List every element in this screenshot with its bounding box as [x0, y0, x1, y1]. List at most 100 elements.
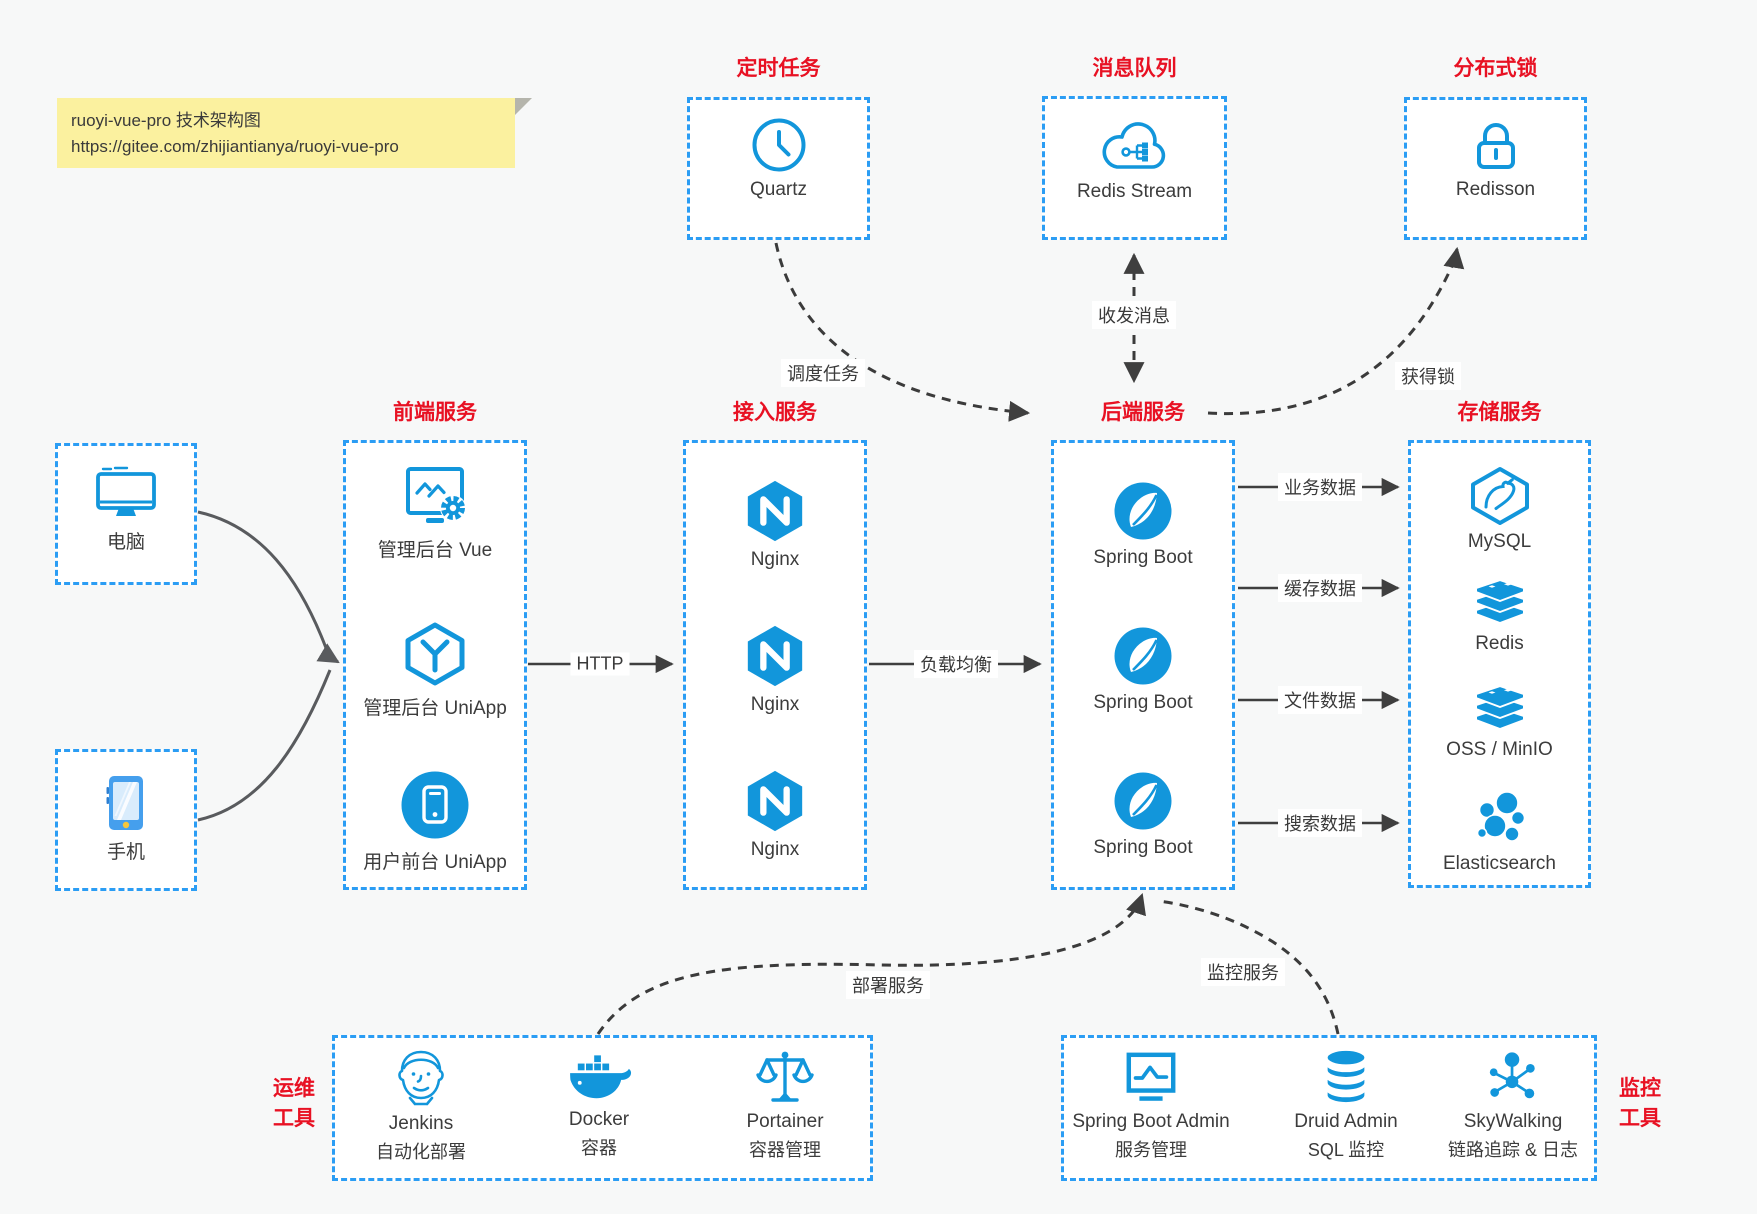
- node-desc: 自动化部署: [376, 1142, 466, 1162]
- node-computer: 电脑: [55, 466, 197, 554]
- storage-stack-icon: [1408, 682, 1591, 734]
- group-title-scheduler: 定时任务: [736, 57, 821, 80]
- node-jenkins: Jenkins 自动化部署: [321, 1048, 521, 1164]
- node-spring-boot-3: Spring Boot: [1051, 770, 1235, 859]
- node-desc: SQL 监控: [1307, 1140, 1385, 1160]
- group-title-frontend: 前端服务: [393, 401, 477, 424]
- mysql-icon: [1408, 466, 1591, 526]
- node-redisson: Redisson: [1404, 116, 1587, 201]
- elasticsearch-icon: [1408, 790, 1591, 848]
- ops-side-label-line2: 工具: [273, 1107, 315, 1130]
- desktop-icon: [55, 466, 197, 522]
- monitor-service-label: 监控服务: [1201, 958, 1285, 986]
- smartphone-icon: [55, 774, 197, 832]
- topology-icon: [1413, 1050, 1613, 1106]
- load-balance-label: 负载均衡: [914, 650, 998, 678]
- schedule-task-label: 调度任务: [781, 359, 865, 387]
- clock-icon: [687, 116, 870, 174]
- node-phone: 手机: [55, 774, 197, 864]
- deploy-service-label: 部署服务: [846, 971, 930, 999]
- group-title-gateway: 接入服务: [733, 401, 817, 424]
- node-label: OSS / MinIO: [1446, 739, 1553, 760]
- group-title-lock: 分布式锁: [1453, 57, 1538, 80]
- node-desc: 容器: [581, 1138, 617, 1158]
- node-label: 手机: [106, 842, 145, 863]
- node-spring-boot-2: Spring Boot: [1051, 625, 1235, 714]
- business-data-label: 业务数据: [1278, 473, 1362, 501]
- jenkins-icon: [321, 1048, 521, 1108]
- node-label: Spring Boot: [1093, 837, 1193, 858]
- node-label: Elasticsearch: [1443, 853, 1556, 874]
- deploy-service-arrow: [596, 893, 1146, 1035]
- computer-to-frontend-arrow: [197, 510, 340, 664]
- phone-to-frontend-arrow: [197, 669, 332, 822]
- node-spring-boot-1: Spring Boot: [1051, 480, 1235, 569]
- node-nginx-2: Nginx: [683, 623, 867, 716]
- mobile-app-circle-icon: [343, 768, 527, 842]
- note-fold-corner: [515, 98, 532, 115]
- group-title-queue: 消息队列: [1092, 57, 1177, 80]
- node-label: Jenkins: [388, 1113, 454, 1134]
- node-label: Nginx: [750, 549, 800, 570]
- group-title-storage: 存储服务: [1457, 401, 1542, 424]
- monitor-side-label: 监控 工具: [1608, 1074, 1672, 1134]
- node-label: Spring Boot: [1093, 692, 1193, 713]
- node-druid-admin: Druid Admin SQL 监控: [1246, 1048, 1446, 1162]
- node-admin-vue: 管理后台 Vue: [343, 466, 527, 562]
- node-admin-uniapp: 管理后台 UniApp: [343, 620, 527, 720]
- node-label: Redis Stream: [1076, 181, 1193, 202]
- node-redis: Redis: [1408, 576, 1591, 655]
- sticky-note: ruoyi-vue-pro 技术架构图 https://gitee.com/zh…: [57, 98, 532, 168]
- monitor-side-label-line1: 监控: [1619, 1077, 1661, 1100]
- node-quartz: Quartz: [687, 116, 870, 201]
- node-label: 管理后台 Vue: [377, 540, 493, 561]
- node-nginx-1: Nginx: [683, 478, 867, 571]
- node-desc: 服务管理: [1115, 1140, 1187, 1160]
- docker-icon: [499, 1052, 699, 1104]
- group-title-backend: 后端服务: [1101, 401, 1185, 424]
- node-nginx-3: Nginx: [683, 768, 867, 861]
- node-label: Docker: [568, 1109, 630, 1130]
- node-skywalking: SkyWalking 链路追踪 & 日志: [1413, 1050, 1613, 1162]
- node-label: 电脑: [106, 532, 145, 553]
- node-portainer: Portainer 容器管理: [685, 1048, 885, 1162]
- redis-stack-icon: [1408, 576, 1591, 628]
- node-label: Nginx: [750, 694, 800, 715]
- file-data-label: 文件数据: [1278, 686, 1362, 714]
- spring-boot-icon: [1051, 480, 1235, 542]
- node-redis-stream: Redis Stream: [1042, 122, 1227, 203]
- http-label: HTTP: [570, 652, 630, 676]
- schedule-task-arrow: [774, 242, 1031, 422]
- node-oss-minio: OSS / MinIO: [1408, 682, 1591, 761]
- storage-box: [1408, 440, 1591, 888]
- node-user-uniapp: 用户前台 UniApp: [343, 768, 527, 874]
- node-label: SkyWalking: [1463, 1111, 1563, 1132]
- uniapp-hexagon-icon: [343, 620, 527, 688]
- node-label: Spring Boot Admin: [1072, 1111, 1230, 1132]
- ops-side-label: 运维 工具: [262, 1074, 326, 1134]
- node-label: Druid Admin: [1294, 1111, 1398, 1132]
- nginx-icon: [683, 478, 867, 544]
- node-docker: Docker 容器: [499, 1052, 699, 1160]
- spring-boot-icon: [1051, 625, 1235, 687]
- monitor-side-label-line2: 工具: [1619, 1107, 1661, 1130]
- node-label: Portainer: [746, 1111, 824, 1132]
- node-label: Nginx: [750, 839, 800, 860]
- cloud-stream-icon: [1042, 122, 1227, 176]
- message-label: 收发消息: [1092, 301, 1176, 329]
- node-spring-boot-admin: Spring Boot Admin 服务管理: [1051, 1050, 1251, 1162]
- database-icon: [1246, 1048, 1446, 1106]
- node-label: Redis: [1475, 633, 1524, 654]
- nginx-icon: [683, 768, 867, 834]
- node-label: 用户前台 UniApp: [363, 852, 507, 873]
- nginx-icon: [683, 623, 867, 689]
- node-label: Redisson: [1455, 179, 1536, 200]
- padlock-icon: [1404, 116, 1587, 174]
- node-label: MySQL: [1467, 531, 1532, 552]
- node-desc: 容器管理: [749, 1140, 821, 1160]
- node-desc: 链路追踪 & 日志: [1447, 1140, 1578, 1160]
- node-elasticsearch: Elasticsearch: [1408, 790, 1591, 875]
- spring-boot-icon: [1051, 770, 1235, 832]
- scales-icon: [685, 1048, 885, 1106]
